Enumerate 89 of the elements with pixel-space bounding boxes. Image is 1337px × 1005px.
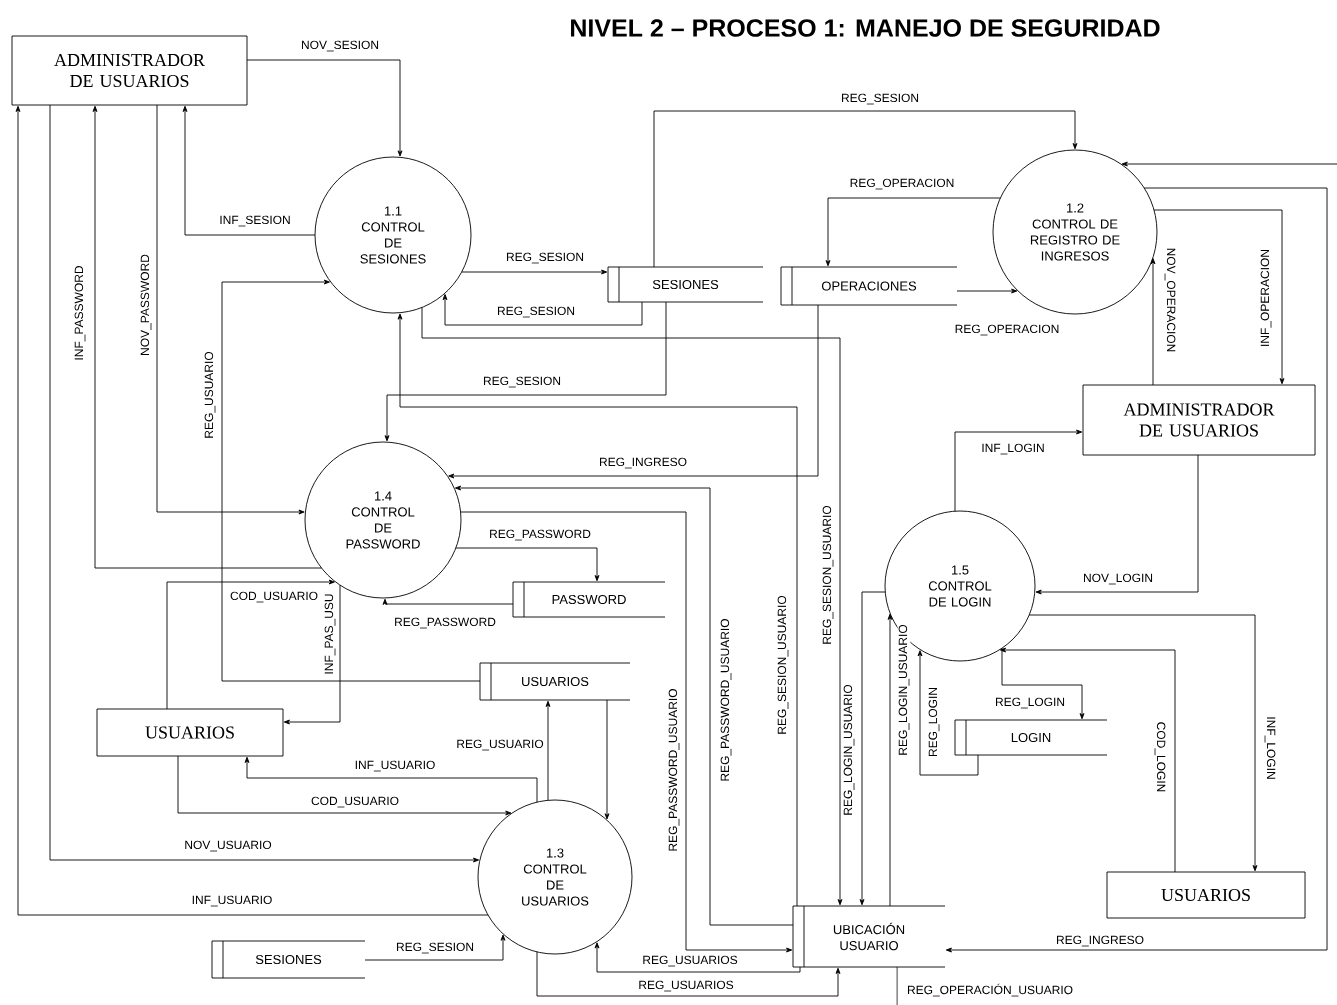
edge-label: REG_PASSWORD_USUARIO <box>667 687 681 853</box>
arrow <box>246 59 403 157</box>
edge-label: REG_USUARIOS <box>637 979 735 993</box>
arrow <box>604 699 610 820</box>
edge-label: COD_USUARIO <box>310 795 400 809</box>
entity-box: ADMINISTRADOR DE USUARIOS <box>11 35 248 106</box>
edge-label: REG_INGRESO <box>1055 934 1145 948</box>
arrow <box>448 304 819 479</box>
arrow <box>594 942 801 973</box>
arrow <box>653 110 1078 268</box>
arrow <box>1153 209 1285 385</box>
edge-label: REG_LOGIN_USUARIO <box>842 683 856 817</box>
arrow <box>1121 161 1337 167</box>
edge-label: REG_PASSWORD_USUARIO <box>719 617 733 783</box>
arrow <box>461 269 608 275</box>
entity-box: ADMINISTRADOR DE USUARIOS <box>1082 384 1316 456</box>
edge-label: REG_USUARIO <box>203 350 217 440</box>
arrow <box>954 429 1083 512</box>
edge-label: REG_PASSWORD <box>488 528 592 542</box>
arrow <box>455 547 600 582</box>
arrow <box>917 650 979 776</box>
data-store: USUARIOS <box>479 662 631 701</box>
edge-label: INF_LOGIN <box>1263 715 1277 781</box>
arrow <box>384 301 667 442</box>
edge-label: NOV_OPERACION <box>1163 246 1177 354</box>
edge-label: REG_SESION_USUARIO <box>821 504 835 646</box>
edge-label: INF_SESION <box>218 214 292 228</box>
arrow <box>999 647 1176 873</box>
arrow <box>283 584 341 725</box>
title: NIVEL 2 – PROCESO 1: MANEJO DE SEGURIDAD <box>571 19 1160 37</box>
edge-label: REG_USUARIOS <box>641 954 739 968</box>
edge-label: REG_SESION <box>505 251 585 265</box>
arrow <box>1028 614 1258 872</box>
edge-label: INF_USUARIO <box>190 894 274 908</box>
arrow <box>825 197 1001 267</box>
arrow <box>956 288 1018 294</box>
data-store: SESIONES <box>211 940 366 979</box>
edge-label: NOV_USUARIO <box>183 839 273 853</box>
edge-label: REG_SESION <box>840 92 920 106</box>
edge-label: INF_USUARIO <box>353 759 437 773</box>
arrow <box>859 591 886 906</box>
arrow <box>166 579 335 710</box>
edge-label: REG_OPERACIÓN_USUARIO <box>906 982 1075 998</box>
edge-label: NOV_SESION <box>300 39 380 53</box>
edge-label: INF_OPERACION <box>1259 248 1273 348</box>
edge-label: COD_LOGIN <box>1153 720 1167 794</box>
data-store: PASSWORD <box>512 581 666 618</box>
entity-box: USUARIOS <box>1106 871 1306 919</box>
arrow <box>364 934 506 961</box>
edge-label: REG_INGRESO <box>598 456 688 470</box>
arrow <box>15 105 489 916</box>
data-store: OPERACIONES <box>780 266 958 306</box>
arrow <box>1001 647 1085 720</box>
arrow <box>945 187 1328 953</box>
arrow <box>177 755 512 816</box>
edge-label: REG_SESION_USUARIO <box>776 594 790 736</box>
data-store: SESIONES <box>607 266 764 303</box>
edge-label: REG_OPERACION <box>953 323 1061 337</box>
arrow <box>421 306 843 906</box>
arrow <box>545 700 551 801</box>
edge-label: REG_PASSWORD <box>393 616 497 630</box>
edge-label: REG_SESION <box>482 375 562 389</box>
arrow <box>887 613 893 907</box>
edge-label: INF_LOGIN <box>980 442 1046 456</box>
arrow <box>156 104 305 515</box>
arrow <box>49 104 480 863</box>
arrow <box>221 279 481 682</box>
arrow <box>1035 454 1199 595</box>
edge-label: REG_OPERACION <box>848 177 956 191</box>
edge-label: INF_PASSWORD <box>73 264 87 362</box>
edge-label: REG_USUARIO <box>455 738 545 752</box>
edge-label: REG_LOGIN <box>994 696 1066 710</box>
arrow <box>92 105 322 569</box>
arrow <box>244 756 538 803</box>
arrow <box>397 313 798 907</box>
edge-label: NOV_LOGIN <box>1082 572 1155 586</box>
edge-label: REG_SESION <box>395 941 475 955</box>
edge-label: REG_LOGIN <box>927 686 941 758</box>
data-store: LOGIN <box>954 719 1108 756</box>
arrow <box>1150 258 1156 386</box>
edge-label: NOV_PASSWORD <box>139 253 153 357</box>
edge-label: REG_LOGIN_USUARIO <box>897 623 911 757</box>
edge-label: REG_SESION <box>496 305 576 319</box>
arrow <box>182 105 316 236</box>
entity-box: USUARIOS <box>96 708 284 757</box>
arrow <box>442 294 643 326</box>
data-store: UBICACIÓN USUARIO <box>792 905 946 968</box>
arrow <box>382 598 514 605</box>
arrow <box>536 951 841 997</box>
